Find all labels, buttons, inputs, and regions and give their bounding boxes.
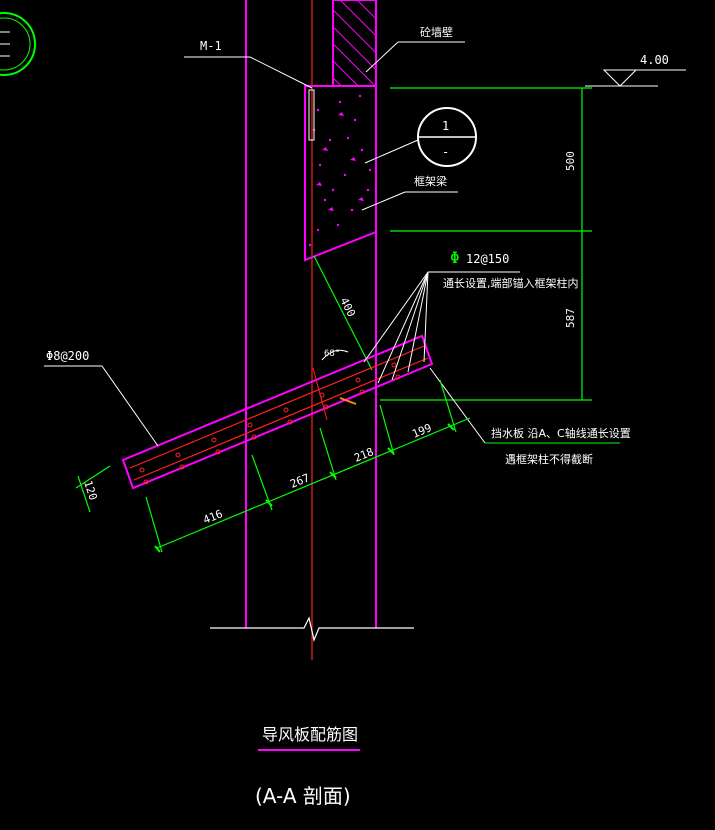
dist-rebar-label-group: Φ8@200: [44, 349, 159, 447]
waterstop-note-line1: 挡水板 沿A、C轴线通长设置: [491, 426, 631, 440]
dim-beam-height: 500: [564, 151, 577, 171]
dim-gap-height: 587: [564, 308, 577, 328]
chain-dimension: 416 267 218 199: [145, 379, 471, 553]
concrete-wall: [332, 0, 377, 87]
main-rebar-symbol: Φ: [450, 248, 460, 267]
vertical-dimensions: [380, 87, 592, 401]
drawing-title: 导风板配筋图: [262, 725, 358, 744]
waterstop-note-group: 挡水板 沿A、C轴线通长设置 遇框架柱不得截断: [429, 367, 631, 466]
section-mark-bottom: -: [442, 145, 449, 159]
elevation-marker: 4.00: [585, 53, 686, 87]
angle-mark: 68°: [321, 349, 349, 361]
slope-dimension: 400: [313, 255, 373, 371]
dist-rebar-spec: Φ8@200: [46, 349, 89, 363]
wall-label: 砼墙壁: [420, 25, 453, 39]
dim-seg3: 218: [352, 445, 375, 464]
beam-label-group: 框架梁: [361, 174, 458, 211]
break-line: [210, 616, 414, 642]
column-outline: [245, 0, 377, 628]
main-rebar-label-group: Φ 12@150 通长设置,端部锚入框架柱内: [363, 248, 579, 384]
thickness-dimension: 120: [75, 465, 111, 513]
dim-slope-offset: 400: [337, 295, 358, 319]
main-rebar-spec: 12@150: [466, 252, 509, 266]
drawing-subtitle: (A-A 剖面): [255, 784, 351, 808]
door-label: M-1: [200, 39, 222, 53]
section-symbol: 1 -: [364, 107, 477, 167]
dim-seg1: 416: [201, 507, 224, 526]
inclined-plate: [121, 334, 434, 490]
waterstop-note-line2: 遇框架柱不得截断: [505, 452, 593, 466]
section-mark-top: 1: [442, 119, 449, 133]
wall-label-group: 砼墙壁: [365, 25, 465, 73]
beam-label: 框架梁: [414, 174, 447, 188]
dim-plate-thickness: 120: [81, 479, 100, 502]
door-label-group: M-1: [184, 39, 313, 89]
main-rebar-note: 通长设置,端部锚入框架柱内: [443, 276, 579, 290]
dim-seg4: 199: [410, 421, 433, 440]
angle-value: 68°: [324, 349, 340, 359]
corner-grid-marker-icon: [0, 12, 36, 76]
drawing-title-group: 导风板配筋图 (A-A 剖面): [255, 725, 360, 808]
frame-beam: [304, 85, 377, 262]
dim-seg2: 267: [288, 471, 311, 490]
elevation-value: 4.00: [640, 53, 669, 67]
